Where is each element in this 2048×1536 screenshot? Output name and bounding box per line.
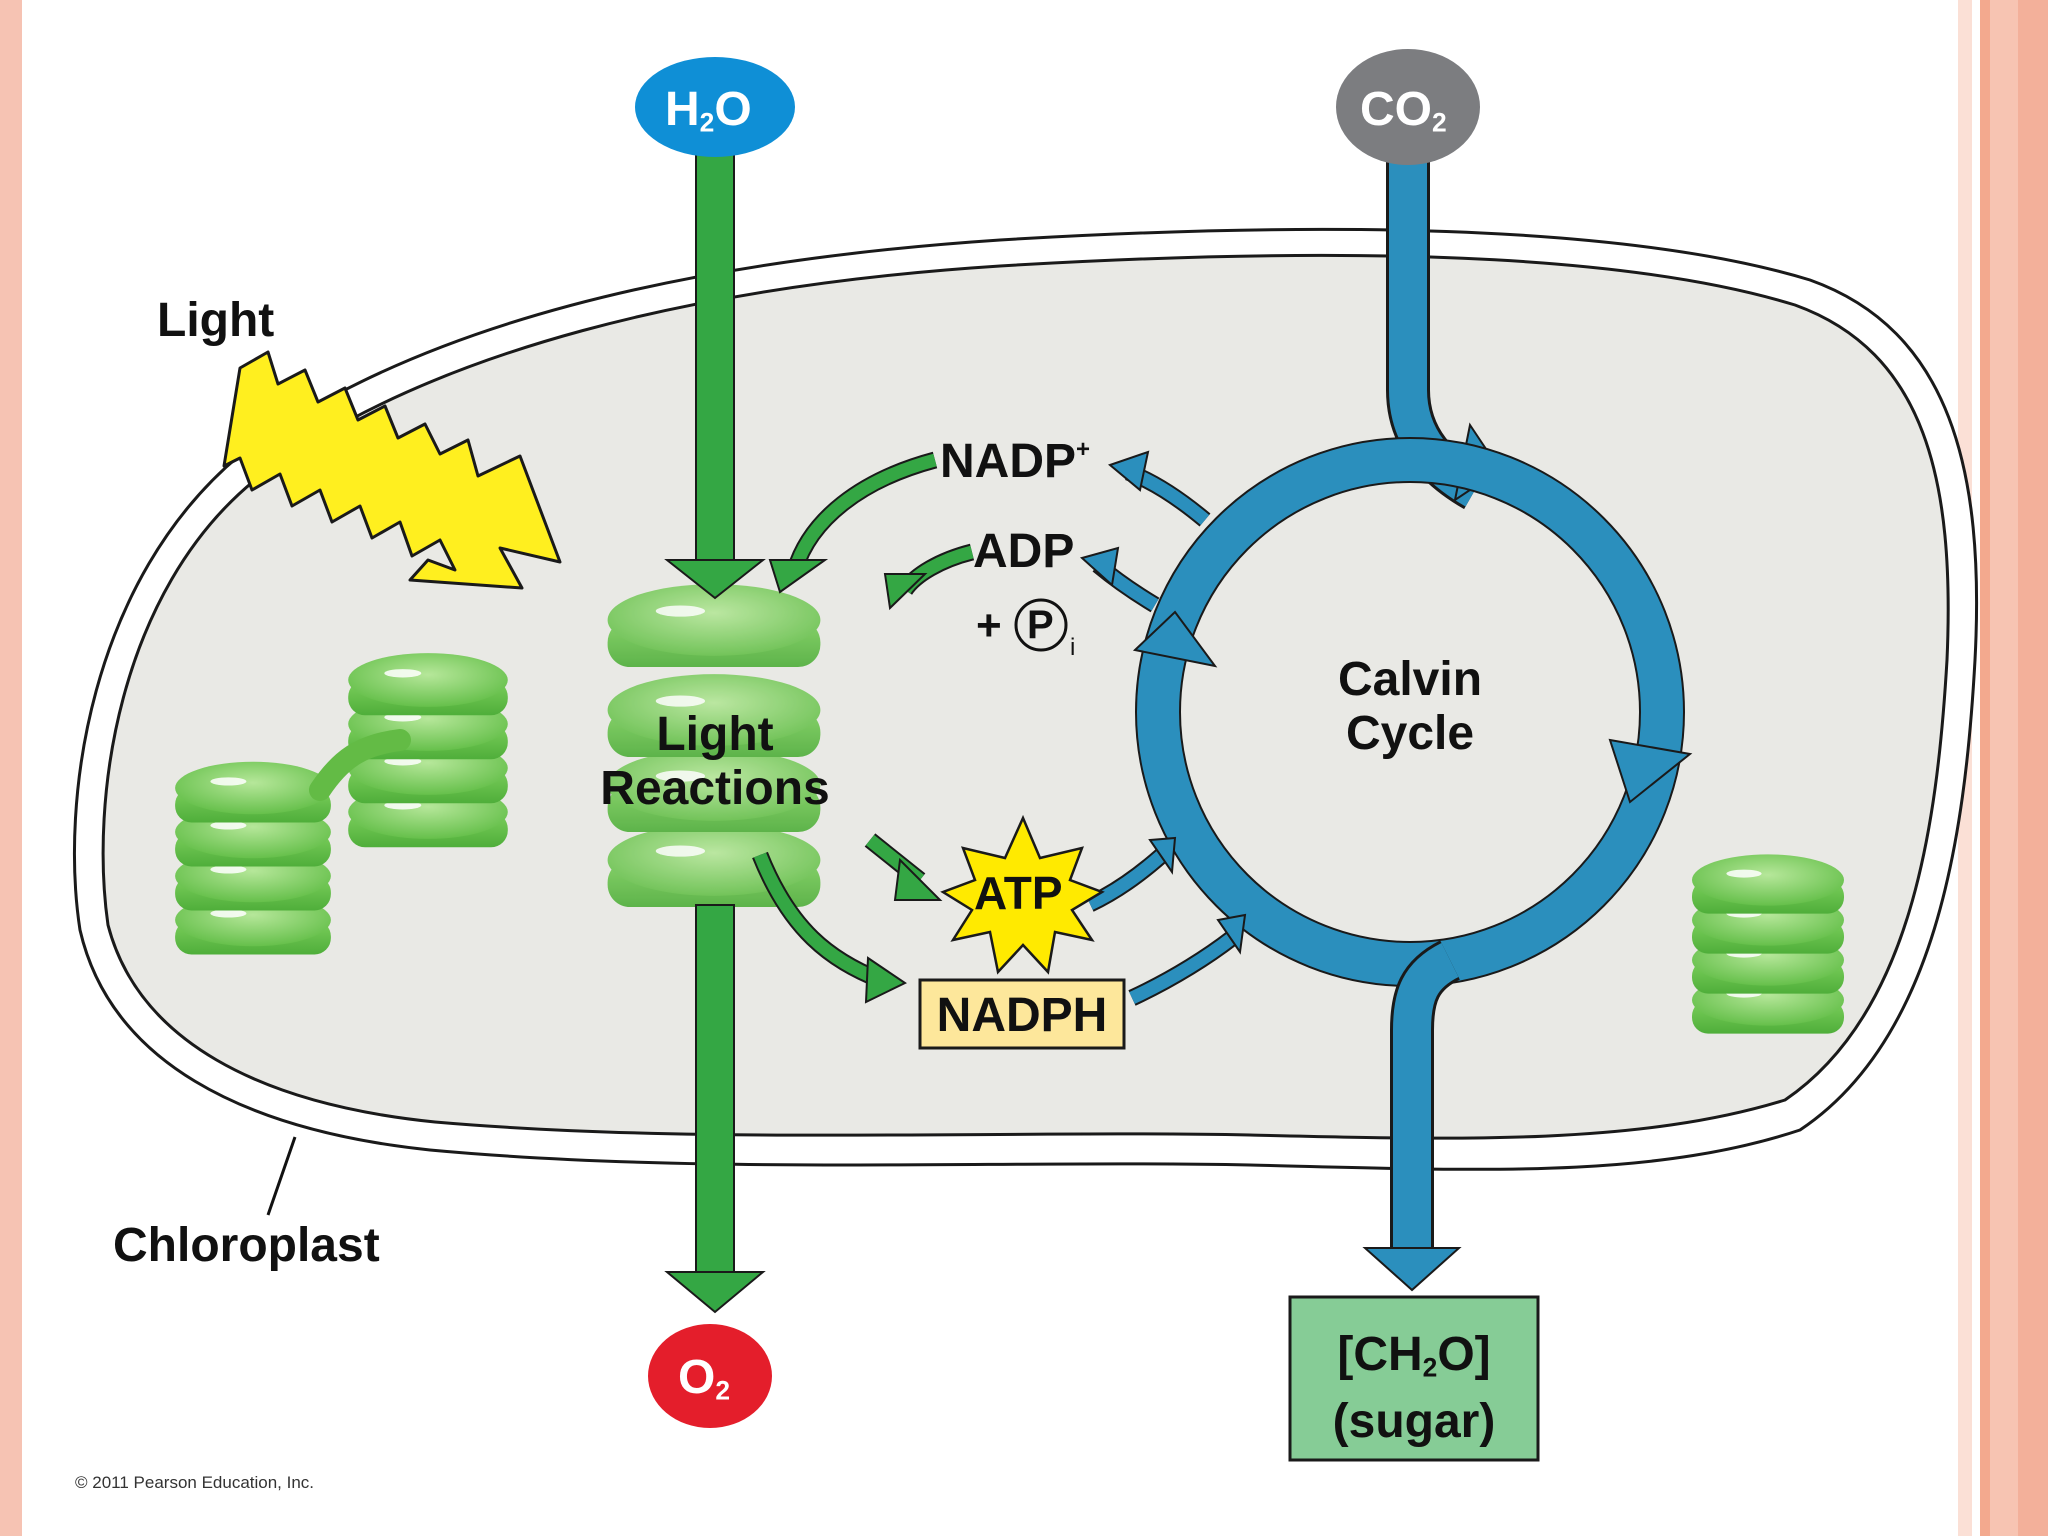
chloroplast-label: Chloroplast: [113, 1219, 380, 1272]
nadph-label: NADPH: [936, 989, 1108, 1042]
stroma-lamella: [309, 729, 411, 801]
nadp-label: NADP+: [940, 435, 1091, 488]
light-label: Light: [157, 294, 275, 347]
water-label: H2O: [665, 83, 752, 138]
calvin-arrowhead-left: [1132, 610, 1218, 668]
chloroplast-pointer-line: [266, 1136, 297, 1216]
slide-left-border: [0, 0, 22, 1536]
nadph-box: [918, 978, 1126, 1050]
oxygen-label: O2: [678, 1351, 731, 1406]
water-arrowhead: [664, 559, 766, 600]
thylakoid-stack-right: [1692, 854, 1844, 1034]
calvin-arrowhead-right: [1608, 738, 1693, 804]
sugar-box: [1288, 1295, 1540, 1462]
light-reactions-label: Light Reactions: [600, 708, 830, 815]
co2-oval: [1336, 49, 1480, 165]
co2-label: CO2: [1360, 83, 1447, 138]
slide-right-border: [1958, 0, 2048, 1536]
thylakoid-stack-left-front: [175, 761, 331, 955]
sugar-arrowhead: [1362, 1247, 1462, 1292]
oxygen-arrowhead: [664, 1271, 766, 1314]
phosphate-circle: [1014, 598, 1068, 652]
copyright-text: © 2011 Pearson Education, Inc.: [75, 1473, 315, 1492]
plus-sign: +: [976, 601, 1002, 650]
sugar-label: [CH2O] (sugar): [1332, 1328, 1496, 1448]
phosphate-subscript: i: [1070, 634, 1076, 661]
water-flow-line: [695, 139, 735, 566]
atp-label: ATP: [974, 867, 1063, 919]
phosphate-label: P: [1027, 603, 1054, 647]
calvin-cycle-label: Calvin Cycle: [1337, 653, 1483, 760]
light-lightning-bolt: [222, 350, 562, 590]
adp-label: ADP: [973, 525, 1075, 578]
water-oval: [635, 57, 795, 157]
oxygen-oval: [648, 1324, 772, 1428]
atp-starburst: [940, 814, 1105, 975]
oxygen-flow-line: [695, 904, 735, 1276]
